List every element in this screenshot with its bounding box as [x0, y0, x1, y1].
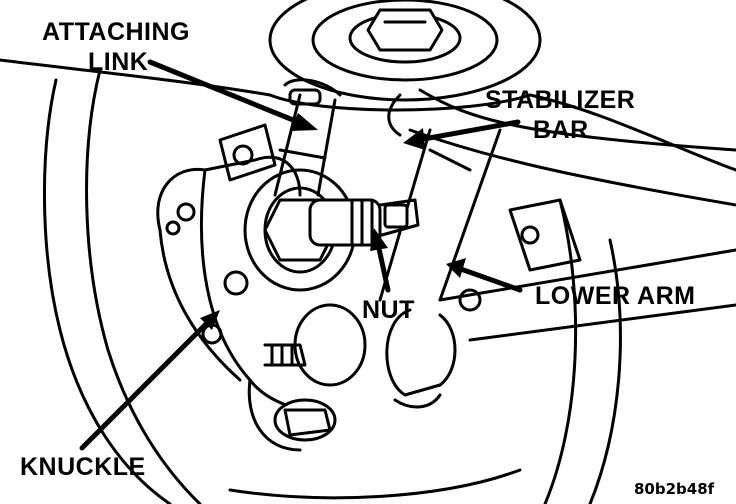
- arrow-lower-arm: [455, 265, 523, 293]
- figure-code: 80b2b48f: [634, 480, 715, 498]
- top-mount: [0, 0, 736, 172]
- arrowhead-stabilizer-bar: [403, 128, 425, 150]
- brake-rotor: [43, 68, 622, 504]
- label-stabilizer-bar-line2: BAR: [533, 116, 589, 144]
- label-knuckle: KNUCKLE: [20, 453, 146, 481]
- arrowhead-lower-arm: [446, 258, 466, 278]
- arrow-knuckle: [79, 319, 211, 451]
- arrow-nut: [375, 241, 391, 293]
- arrowhead-nut: [370, 228, 388, 251]
- arrowhead-attaching-link: [290, 113, 318, 131]
- arrowhead-knuckle: [200, 310, 220, 330]
- attaching-link: [273, 78, 342, 197]
- label-stabilizer-bar-line1: STABILIZER: [485, 86, 636, 114]
- arrow-attaching-link: [147, 59, 301, 125]
- arrow-heads: [200, 113, 466, 330]
- stabilizer-bar: [387, 88, 736, 207]
- label-nut: NUT: [362, 296, 415, 324]
- leader-arrows: [79, 59, 523, 451]
- label-attaching-link-line1: ATTACHING: [42, 18, 190, 46]
- ball-joint: [263, 303, 457, 442]
- label-lower-arm: LOWER ARM: [535, 282, 696, 310]
- label-attaching-link-line2: LINK: [88, 48, 149, 76]
- link-stud-and-nut: [308, 198, 420, 247]
- arrow-stabilizer-bar: [415, 119, 521, 143]
